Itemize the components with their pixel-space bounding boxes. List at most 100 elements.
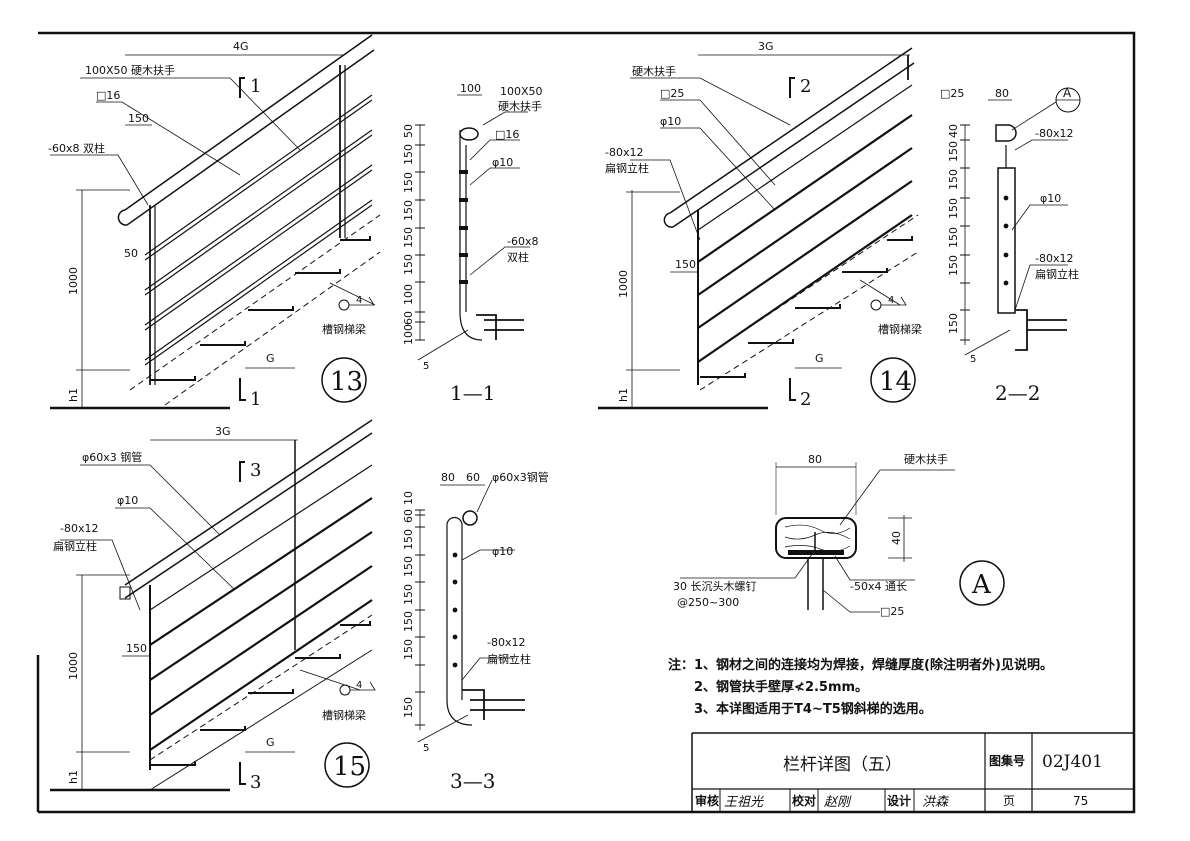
v14-square: □25 xyxy=(660,87,684,100)
s33-dim-1: 60 xyxy=(402,509,415,523)
review-label: 审核 xyxy=(695,793,719,808)
v14-height: 1000 xyxy=(617,270,630,298)
s11-handrail: 硬木扶手 xyxy=(498,99,542,113)
v13-post-label: -60x8 双柱 xyxy=(48,141,105,155)
v13-weld: 4 xyxy=(356,295,362,306)
v13-height: 1000 xyxy=(67,267,80,295)
v14-view-number: 14 xyxy=(879,367,912,397)
section-3-3 xyxy=(415,479,525,743)
s33-weld: 5 xyxy=(423,743,429,754)
section-2-2-labels: □25 80 A -80x12 φ10 -80x12 扁钢立柱 40 150 1… xyxy=(940,86,1079,405)
v13-dim-50: 50 xyxy=(124,247,138,260)
s11-square: □16 xyxy=(495,128,519,141)
s11-dim-1: 150 xyxy=(402,144,415,165)
note-item-2: 2、钢管扶手壁厚≮2.5mm。 xyxy=(694,680,869,695)
note-2: 2、钢管扶手壁厚≮2.5mm。 xyxy=(668,677,1053,699)
s11-post2: 双柱 xyxy=(507,250,529,264)
section-2-2 xyxy=(960,87,1081,356)
notes-block: 注：1、钢材之间的连接均为焊接，焊缝厚度(除注明者外)见说明。 2、钢管扶手壁厚… xyxy=(668,655,1053,721)
s11-w100: 100 xyxy=(460,82,481,95)
view-13 xyxy=(50,34,381,410)
s11-handrail-size: 100X50 xyxy=(500,85,543,98)
da-w80: 80 xyxy=(808,453,822,466)
s22-label: 2—2 xyxy=(995,381,1040,405)
v13-dim-top: 4G xyxy=(233,40,249,53)
s22-dim-0: 40 xyxy=(947,124,960,138)
v14-cut-top: 2 xyxy=(800,76,811,97)
s11-label: 1—1 xyxy=(450,381,495,405)
detail-a-labels: 80 硬木扶手 40 30 长沉头木螺钉 @250~300 -50x4 通长 □… xyxy=(673,452,992,618)
s33-label: 3—3 xyxy=(450,769,495,793)
page-number: 75 xyxy=(1073,794,1088,808)
s11-dim-5: 150 xyxy=(402,254,415,275)
note-3: 3、本详图适用于T4~T5钢斜梯的选用。 xyxy=(668,699,1053,721)
s33-w60: 60 xyxy=(466,471,480,484)
note-item-3: 3、本详图适用于T4~T5钢斜梯的选用。 xyxy=(694,702,932,717)
review-signature: 王祖光 xyxy=(724,795,764,810)
v14-beam: 槽钢梯梁 xyxy=(878,322,922,336)
note-1: 注：1、钢材之间的连接均为焊接，焊缝厚度(除注明者外)见说明。 xyxy=(668,655,1053,677)
da-bar: -50x4 通长 xyxy=(850,580,907,593)
v13-h1: h1 xyxy=(67,388,80,402)
v15-dim-150: 150 xyxy=(126,642,147,655)
s33-dim-3: 150 xyxy=(402,556,415,577)
s11-dim-3: 150 xyxy=(402,200,415,221)
atlas-number: 02J401 xyxy=(1042,752,1103,772)
s22-square: □25 xyxy=(940,87,964,100)
s22-weld: 5 xyxy=(970,354,976,365)
s22-flat2: -80x12 xyxy=(1035,252,1073,265)
view-15-labels: 3G φ60x3 钢管 φ10 -80x12 扁钢立柱 150 1000 h1 … xyxy=(53,425,366,793)
s11-post: -60x8 xyxy=(507,235,538,248)
v15-beam: 槽钢梯梁 xyxy=(322,708,366,722)
v15-h1: h1 xyxy=(67,770,80,784)
s22-dim-4: 150 xyxy=(947,227,960,248)
s33-dim-4: 150 xyxy=(402,584,415,605)
sheet-title: 栏杆详图（五） xyxy=(783,755,902,775)
s22-dim-1: 150 xyxy=(947,141,960,162)
design-label: 设计 xyxy=(887,793,911,808)
s33-dim-5: 150 xyxy=(402,611,415,632)
s33-flat: -80x12 xyxy=(487,636,525,649)
s22-detail: A xyxy=(1063,86,1072,100)
v15-weld: 4 xyxy=(356,680,362,691)
v15-rod: φ10 xyxy=(117,494,138,507)
s11-dim-4: 150 xyxy=(402,227,415,248)
section-1-1 xyxy=(415,94,530,361)
v15-g: G xyxy=(266,736,275,749)
v14-rod: φ10 xyxy=(660,115,681,128)
da-spacing: @250~300 xyxy=(677,596,739,609)
v15-post: -80x12 xyxy=(60,522,98,535)
s11-dim-2: 150 xyxy=(402,172,415,193)
v14-weld: 4 xyxy=(888,295,894,306)
v14-h1: h1 xyxy=(617,388,630,402)
v13-cut-top: 1 xyxy=(250,76,261,97)
v14-cut-bot: 2 xyxy=(800,389,811,410)
s22-dim-3: 150 xyxy=(947,198,960,219)
v15-dim-top: 3G xyxy=(215,425,231,438)
v13-g: G xyxy=(266,352,275,365)
s22-dim-6: 150 xyxy=(947,313,960,334)
s33-dim-7: 150 xyxy=(402,697,415,718)
s11-dim-0: 50 xyxy=(402,124,415,138)
s22-post2: 扁钢立柱 xyxy=(1035,267,1079,281)
v15-pipe: φ60x3 钢管 xyxy=(82,450,142,464)
v13-dim-150: 150 xyxy=(128,112,149,125)
view-15 xyxy=(50,419,376,792)
v13-square-label: □16 xyxy=(96,89,120,102)
s11-dim-6: 100 xyxy=(402,324,415,345)
v15-cut-top: 3 xyxy=(250,460,261,481)
da-label: A xyxy=(971,570,992,600)
da-square: □25 xyxy=(880,605,904,618)
check-signature: 赵刚 xyxy=(824,795,852,810)
s22-rod: φ10 xyxy=(1040,192,1061,205)
s11-weld: 5 xyxy=(423,361,429,372)
sheet-border xyxy=(36,31,1136,814)
s22-dim-2: 150 xyxy=(947,169,960,190)
s22-flat: -80x12 xyxy=(1035,127,1073,140)
v15-height: 1000 xyxy=(67,652,80,680)
detail-a xyxy=(680,462,1005,613)
v15-post2: 扁钢立柱 xyxy=(53,539,97,553)
v14-dim-150: 150 xyxy=(675,258,696,271)
v15-view-number: 15 xyxy=(333,752,366,782)
